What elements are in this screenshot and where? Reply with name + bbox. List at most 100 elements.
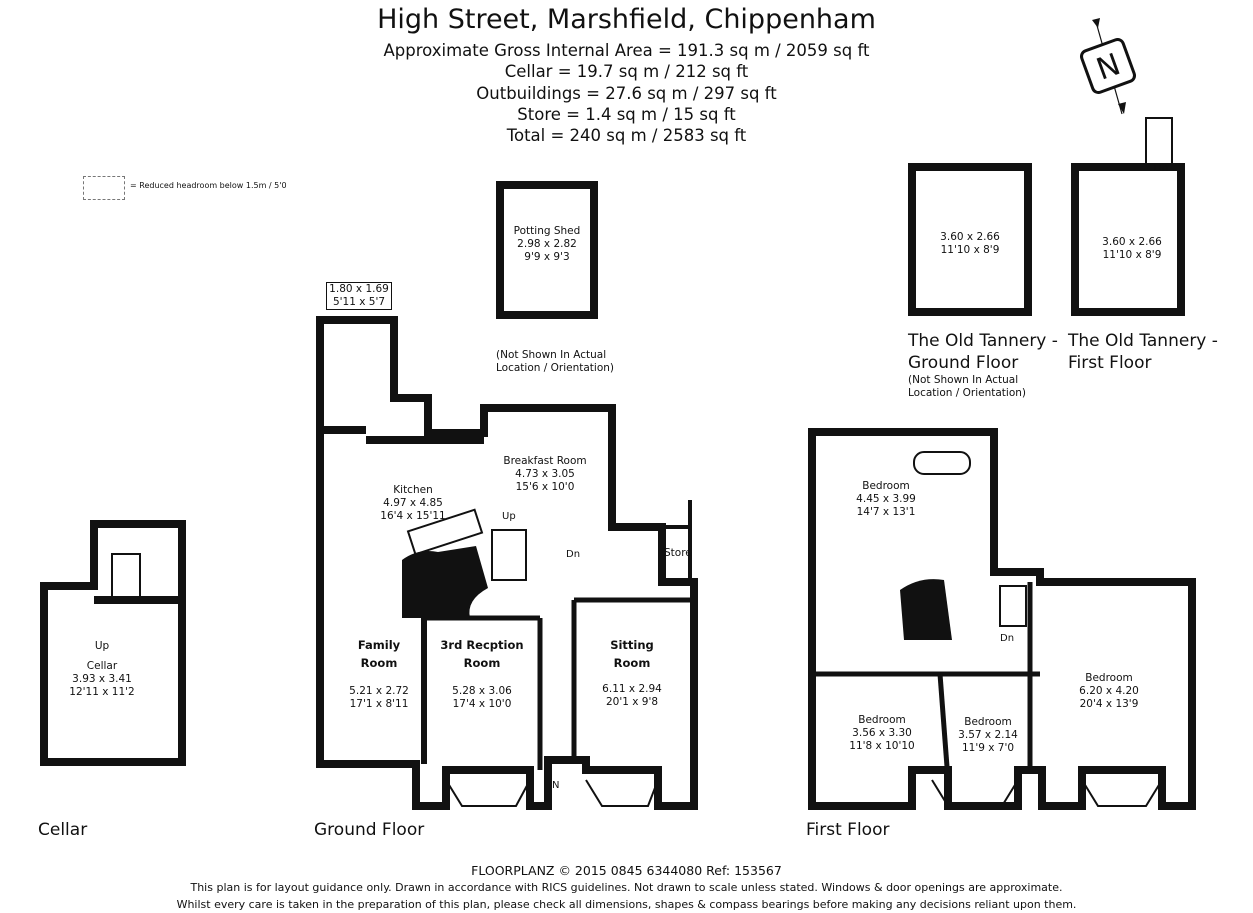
room-name: Room xyxy=(360,656,398,670)
room-name: Room xyxy=(613,656,651,670)
room-name: Cellar xyxy=(86,660,118,672)
cellar-walls xyxy=(40,520,186,766)
first-floor-walls xyxy=(808,428,1196,810)
entrance-marker: IN xyxy=(549,780,560,791)
first-stair xyxy=(999,585,1027,627)
room-cellar: Cellar 3.93 x 3.41 12'11 x 11'2 xyxy=(52,660,152,699)
note-line: Location / Orientation) xyxy=(908,387,1026,399)
room-metric: 5.21 x 2.72 xyxy=(349,685,409,697)
footer-disclaimer-1: This plan is for layout guidance only. D… xyxy=(190,881,1063,894)
room-breakfast: Breakfast Room 4.73 x 3.05 15'6 x 10'0 xyxy=(500,455,590,494)
area-summary: Approximate Gross Internal Area = 191.3 … xyxy=(0,40,1253,146)
room-imperial: 11'8 x 10'10 xyxy=(849,740,915,752)
ground-dn-marker: Dn xyxy=(566,549,581,560)
ground-stair xyxy=(491,529,527,581)
room-metric: 4.45 x 3.99 xyxy=(856,493,916,505)
room-metric: 3.56 x 3.30 xyxy=(852,727,912,739)
room-metric: 6.11 x 2.94 xyxy=(602,683,662,695)
room-metric: 5.28 x 3.06 xyxy=(452,685,512,697)
area-line-store: Store = 1.4 sq m / 15 sq ft xyxy=(517,104,736,124)
room-potting-shed: Potting Shed 2.98 x 2.82 9'9 x 9'3 xyxy=(507,225,587,264)
room-metric: 3.57 x 2.14 xyxy=(958,729,1018,741)
cellar-plan-title: Cellar xyxy=(38,820,88,840)
room-sitting: Sitting Room xyxy=(590,636,674,672)
heading-line: The Old Tannery - xyxy=(908,331,1058,351)
reduced-headroom-swatch xyxy=(83,176,125,200)
room-imperial: 14'7 x 13'1 xyxy=(856,506,916,518)
room-metric: 4.97 x 4.85 xyxy=(383,497,443,509)
room-imperial: 17'1 x 8'11 xyxy=(349,698,409,710)
room-metric: 4.73 x 3.05 xyxy=(515,468,575,480)
sitting-bay-window xyxy=(585,779,659,807)
orientation-note-tannery: (Not Shown In Actual Location / Orientat… xyxy=(908,374,1026,400)
room-imperial: 11'10 x 8'9 xyxy=(940,244,1000,256)
first-chimney xyxy=(900,579,952,640)
room-imperial: 15'6 x 10'0 xyxy=(515,481,575,493)
room-metric: 1.80 x 1.69 xyxy=(329,283,389,295)
first-dn-marker: Dn xyxy=(1000,633,1015,644)
room-tannery-first: 3.60 x 2.66 11'10 x 8'9 xyxy=(1092,236,1172,262)
first-floor-plan-title: First Floor xyxy=(806,820,890,840)
kitchen-hob xyxy=(406,508,484,556)
compass-icon: N xyxy=(1079,18,1137,115)
room-utility: 1.80 x 1.69 5'11 x 5'7 xyxy=(326,282,392,310)
plan-title: High Street, Marshfield, Chippenham xyxy=(377,4,876,35)
room-imperial: 5'11 x 5'7 xyxy=(332,296,386,308)
note-line: Location / Orientation) xyxy=(496,362,614,374)
room-bedroom-3: Bedroom 3.57 x 2.14 11'9 x 7'0 xyxy=(948,716,1028,755)
room-bedroom-2: Bedroom 3.56 x 3.30 11'8 x 10'10 xyxy=(842,714,922,753)
potting-shed-walls xyxy=(496,181,598,319)
room-kitchen: Kitchen 4.97 x 4.85 16'4 x 15'11 xyxy=(368,484,458,523)
room-metric: 2.98 x 2.82 xyxy=(517,238,577,250)
tannery-dn-marker: Dn xyxy=(1154,163,1169,174)
room-name: 3rd Recption xyxy=(440,638,524,652)
footer-company: FLOORPLANZ © 2015 0845 6344080 Ref: 1535… xyxy=(471,863,782,878)
cellar-up-marker: Up xyxy=(94,640,110,652)
room-family: Family Room xyxy=(334,636,424,672)
room-name: Potting Shed xyxy=(513,225,581,237)
room-name: Family xyxy=(357,638,401,652)
room-imperial: 16'4 x 15'11 xyxy=(380,510,446,522)
room-reception-dims: 5.28 x 3.06 17'4 x 10'0 xyxy=(432,685,532,711)
room-imperial: 20'1 x 9'8 xyxy=(605,696,659,708)
area-line-outbuildings: Outbuildings = 27.6 sq m / 297 sq ft xyxy=(476,83,777,103)
tannery-ground-walls xyxy=(908,163,1032,316)
room-name: Breakfast Room xyxy=(503,455,587,467)
area-line-total: Total = 240 sq m / 2583 sq ft xyxy=(506,126,747,146)
tannery-ground-heading: The Old Tannery - Ground Floor xyxy=(908,330,1058,374)
room-imperial: 20'4 x 13'9 xyxy=(1079,698,1139,710)
reception-bay-window xyxy=(445,779,531,807)
room-metric: 3.93 x 3.41 xyxy=(72,673,132,685)
room-bedroom-4: Bedroom 6.20 x 4.20 20'4 x 13'9 xyxy=(1064,672,1154,711)
store-label: Store xyxy=(664,547,692,559)
note-line: (Not Shown In Actual xyxy=(496,349,607,361)
cellar-stair xyxy=(111,553,141,601)
orientation-note-shed: (Not Shown In Actual Location / Orientat… xyxy=(496,349,614,375)
heading-line: First Floor xyxy=(1068,353,1152,373)
legend-text: = Reduced headroom below 1.5m / 5'0 xyxy=(130,181,287,190)
area-line-cellar: Cellar = 19.7 sq m / 212 sq ft xyxy=(504,62,749,82)
heading-line: The Old Tannery - xyxy=(1068,331,1218,351)
note-line: (Not Shown In Actual xyxy=(908,374,1019,386)
room-imperial: 11'9 x 7'0 xyxy=(961,742,1015,754)
tannery-stair xyxy=(1145,117,1173,167)
tannery-first-heading: The Old Tannery - First Floor xyxy=(1068,330,1218,374)
ground-floor-plan-title: Ground Floor xyxy=(314,820,425,840)
tannery-first-walls xyxy=(1071,163,1185,316)
heading-line: Ground Floor xyxy=(908,353,1019,373)
room-name: Kitchen xyxy=(393,484,433,496)
room-name: Sitting xyxy=(610,638,654,652)
room-imperial: 11'10 x 8'9 xyxy=(1102,249,1162,261)
room-metric: 3.60 x 2.66 xyxy=(1102,236,1162,248)
bedroom3-bay-window xyxy=(931,779,1019,807)
area-line-gross: Approximate Gross Internal Area = 191.3 … xyxy=(383,41,870,60)
bath xyxy=(913,451,971,475)
room-imperial: 12'11 x 11'2 xyxy=(69,686,135,698)
room-name: Bedroom xyxy=(862,480,910,492)
ground-up-marker: Up xyxy=(502,511,516,522)
room-name: Bedroom xyxy=(964,716,1012,728)
plan-footer: FLOORPLANZ © 2015 0845 6344080 Ref: 1535… xyxy=(0,862,1253,913)
room-family-dims: 5.21 x 2.72 17'1 x 8'11 xyxy=(334,685,424,711)
room-metric: 3.60 x 2.66 xyxy=(940,231,1000,243)
